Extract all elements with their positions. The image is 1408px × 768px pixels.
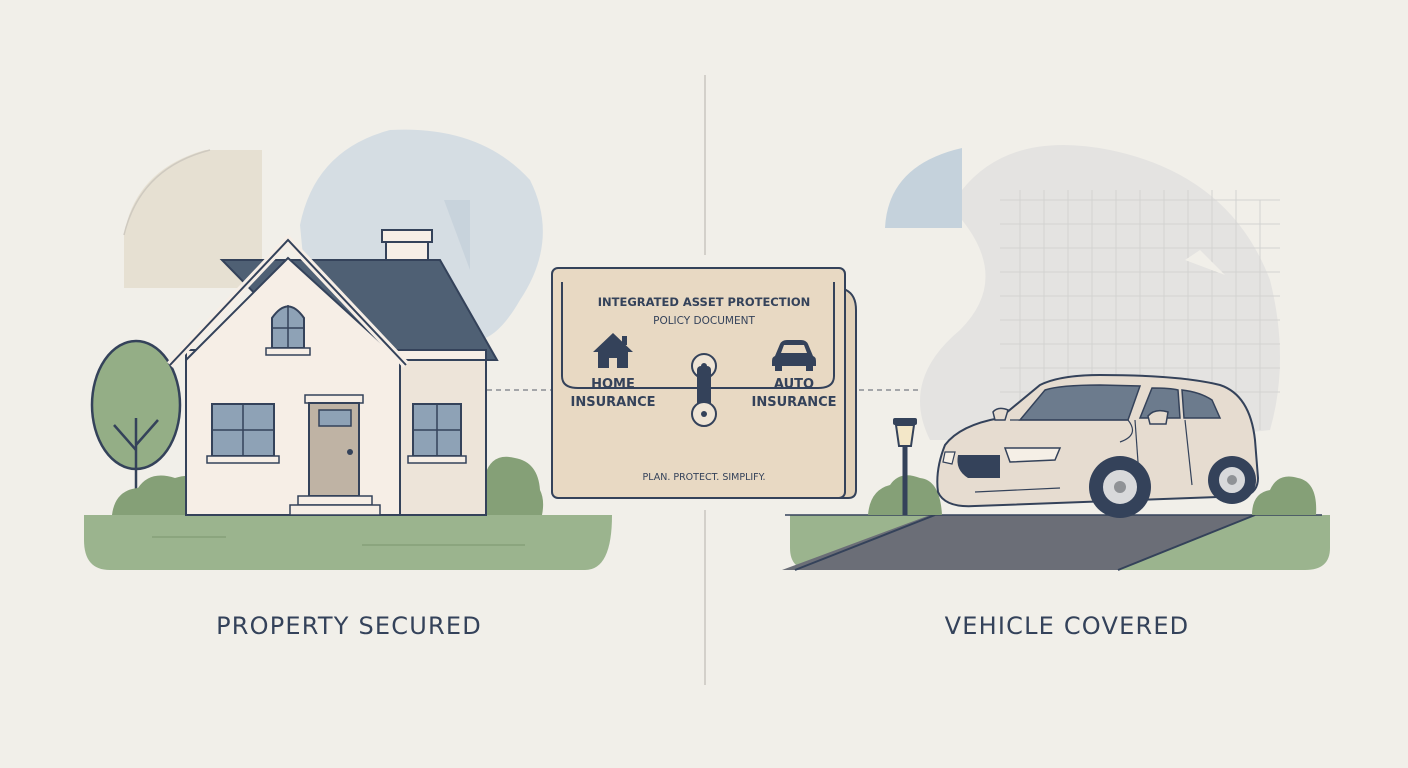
home-insurance-line2: INSURANCE	[570, 395, 655, 410]
house	[167, 229, 499, 516]
policy-subtitle: POLICY DOCUMENT	[653, 315, 755, 327]
caption-property-secured: PROPERTY SECURED	[216, 612, 482, 640]
car	[936, 373, 1260, 518]
policy-tagline: PLAN. PROTECT. SIMPLIFY.	[642, 472, 765, 483]
house-icon	[593, 333, 633, 368]
car-icon	[772, 340, 816, 371]
policy-title: INTEGRATED ASSET PROTECTION	[598, 295, 811, 309]
lamp-post	[893, 418, 917, 515]
driveway-lawn	[782, 514, 1330, 571]
folder-clasp-icon	[691, 353, 717, 427]
caption-vehicle-covered: VEHICLE COVERED	[944, 612, 1190, 640]
house-lawn	[84, 515, 612, 570]
home-insurance-line1: HOME	[591, 377, 635, 392]
auto-insurance-line2: INSURANCE	[751, 395, 836, 410]
auto-insurance-line1: AUTO	[774, 377, 814, 392]
